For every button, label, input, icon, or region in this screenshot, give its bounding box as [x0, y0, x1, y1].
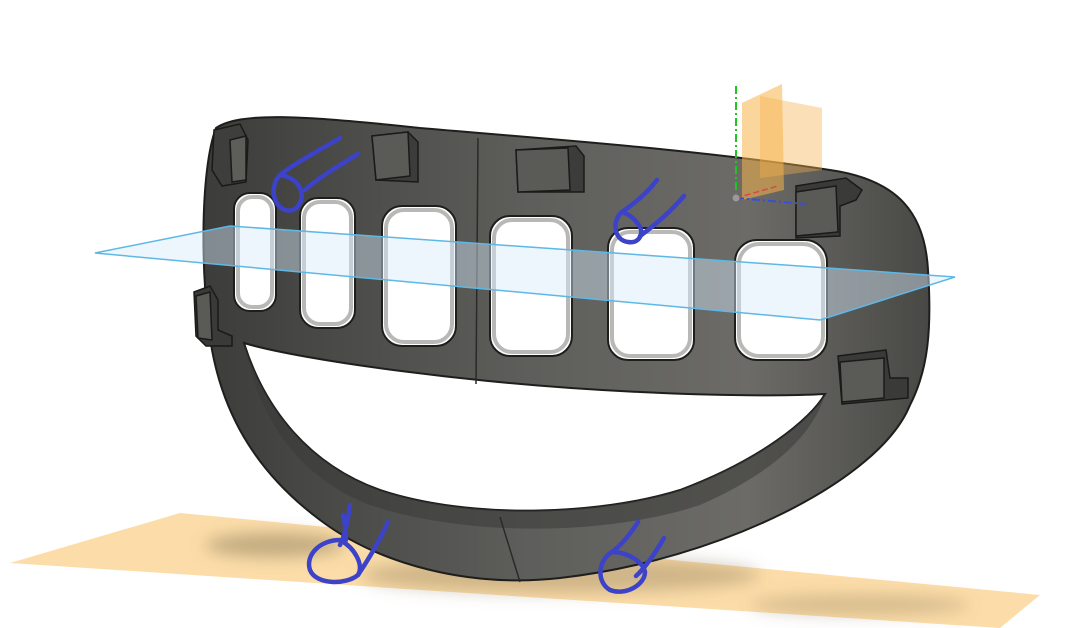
- tab-top-right: [795, 177, 863, 239]
- window-1: [233, 192, 277, 312]
- window-bevels: [236, 195, 825, 358]
- finger-sketch-top-right: [613, 177, 687, 245]
- finger-sketch-top-left: [271, 135, 361, 213]
- mounting-tabs[interactable]: [193, 123, 909, 405]
- tab-top-left: [211, 123, 249, 187]
- window-openings: [233, 192, 828, 361]
- seam-line-upper: [475, 137, 479, 385]
- tab-left-mid: [193, 285, 233, 347]
- sketch-annotations: [271, 135, 687, 594]
- window-4: [489, 215, 573, 357]
- window-2: [299, 197, 356, 329]
- origin-axes: [731, 86, 807, 205]
- origin-planes[interactable]: [742, 84, 822, 200]
- window-6: [734, 239, 828, 361]
- finger-sketch-bottom-right: [598, 519, 667, 594]
- finger-sketch-bottom-left: [306, 502, 391, 585]
- seam-line-lower: [499, 516, 521, 583]
- tab-right-mid: [837, 349, 909, 405]
- section-plane[interactable]: [94, 225, 956, 321]
- tab-top-mid-left: [371, 131, 419, 183]
- tab-top-mid: [515, 145, 585, 193]
- lower-opening: [242, 341, 827, 512]
- axis-z: [735, 197, 807, 205]
- origin-point-icon: [731, 193, 741, 203]
- axis-x: [735, 185, 779, 199]
